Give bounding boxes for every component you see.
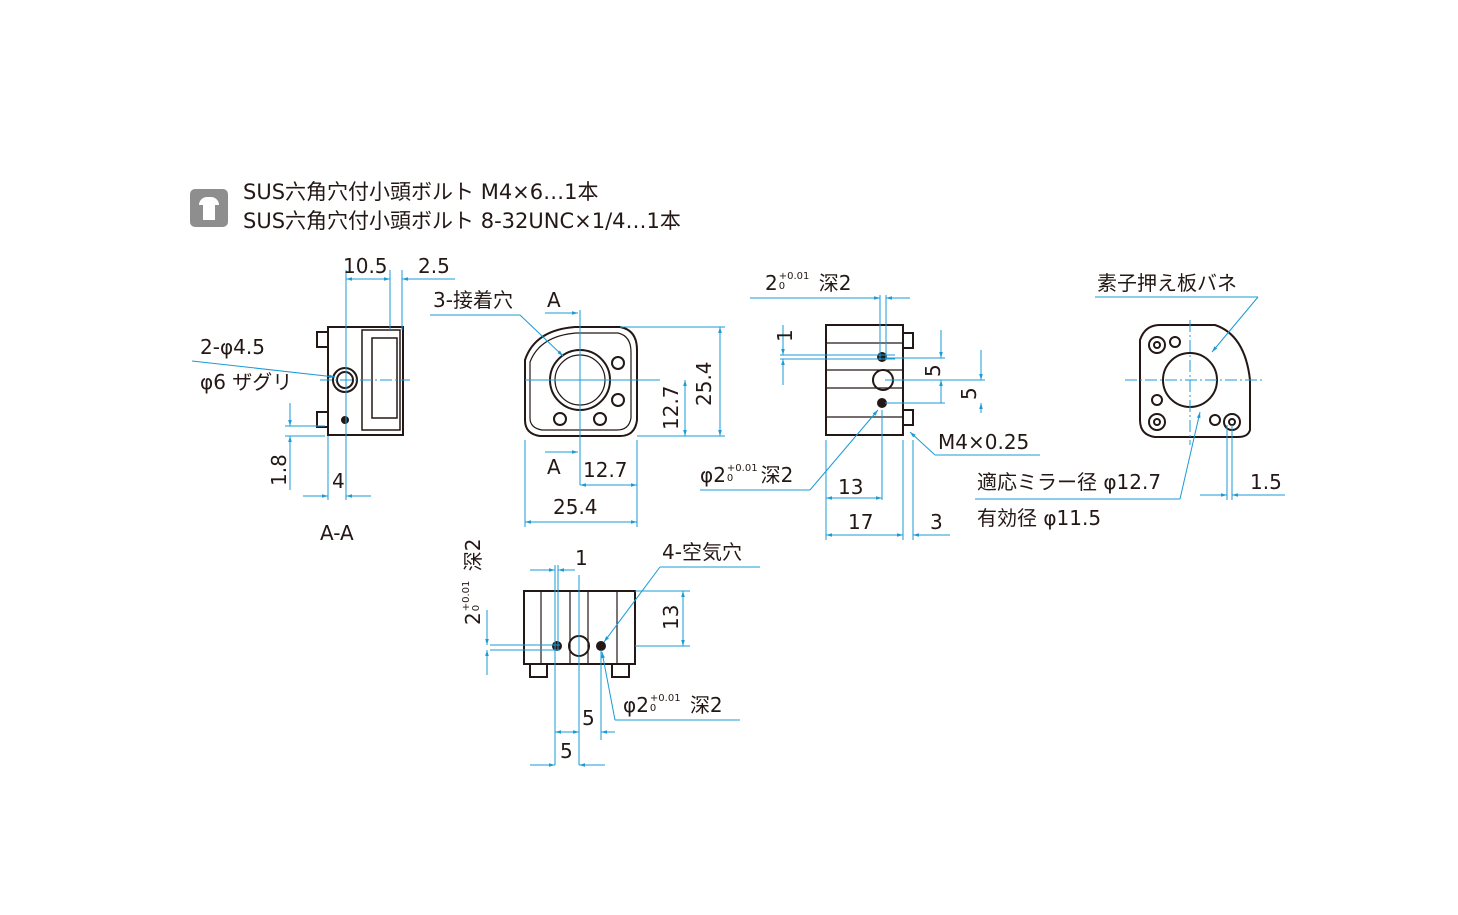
- dim-2-5: 2.5: [418, 254, 450, 278]
- hole-size: φ2: [623, 693, 649, 717]
- section-mark-bottom: A: [547, 455, 561, 479]
- hole-label: 2-φ4.5: [200, 335, 265, 359]
- accessory-line-1: SUS六角穴付小頭ボルト M4×6…1本: [243, 180, 599, 204]
- dim-5b: 5: [957, 387, 981, 400]
- dim-3: 3: [930, 510, 943, 534]
- dim-13: 13: [838, 475, 864, 499]
- tolerance-lower: 0: [726, 473, 734, 484]
- hole-depth: 深2: [818, 271, 852, 295]
- dim-5a: 5: [582, 706, 595, 730]
- tolerance-lower: 0: [649, 703, 657, 714]
- counterbore-label: φ6 ザグリ: [200, 370, 293, 394]
- hole-size: φ2: [700, 463, 726, 487]
- hole-depth: 深2: [689, 693, 723, 717]
- spring-label: 素子押え板バネ: [1097, 271, 1237, 295]
- dim-13: 13: [659, 604, 683, 630]
- dim-17: 17: [848, 510, 874, 534]
- dim-12-7-vertical: 12.7: [659, 385, 683, 430]
- dim-10-5: 10.5: [343, 254, 388, 278]
- dim-25-4-vertical: 25.4: [692, 361, 716, 406]
- dim-25-4-horizontal: 25.4: [553, 495, 598, 519]
- section-mark-top: A: [547, 288, 561, 312]
- dim-1: 1: [575, 546, 588, 570]
- adhesive-holes-label: 3-接着穴: [433, 288, 513, 312]
- hole-size: 2: [461, 612, 485, 625]
- dim-1-8: 1.8: [267, 454, 291, 486]
- front-view: [524, 326, 638, 437]
- bolt-icon: [190, 189, 228, 227]
- section-title: A-A: [320, 521, 354, 545]
- thread-label: M4×0.25: [938, 430, 1030, 454]
- tolerance-upper: +0.01: [649, 693, 681, 704]
- tolerance-upper: +0.01: [726, 463, 758, 474]
- clear-aperture-label: 有効径 φ11.5: [977, 506, 1102, 530]
- dim-4: 4: [332, 469, 345, 493]
- hole-depth: 深2: [461, 538, 485, 572]
- dim-1: 1: [773, 329, 797, 342]
- rear-view: [1139, 324, 1251, 438]
- mirror-diameter-label: 適応ミラー径 φ12.7: [977, 470, 1162, 494]
- air-holes-label: 4-空気穴: [662, 540, 742, 564]
- accessory-line-2: SUS六角穴付小頭ボルト 8-32UNC×1/4…1本: [243, 209, 681, 233]
- tolerance-upper: +0.01: [778, 271, 810, 282]
- dim-5a: 5: [921, 364, 945, 377]
- dim-12-7-horizontal: 12.7: [583, 458, 628, 482]
- dim-1-5: 1.5: [1250, 470, 1282, 494]
- section-view: [316, 326, 404, 436]
- dim-5b: 5: [560, 739, 573, 763]
- tolerance-lower: 0: [471, 604, 482, 612]
- tolerance-lower: 0: [778, 281, 786, 292]
- hole-size: 2: [765, 271, 778, 295]
- hole-depth: 深2: [760, 463, 794, 487]
